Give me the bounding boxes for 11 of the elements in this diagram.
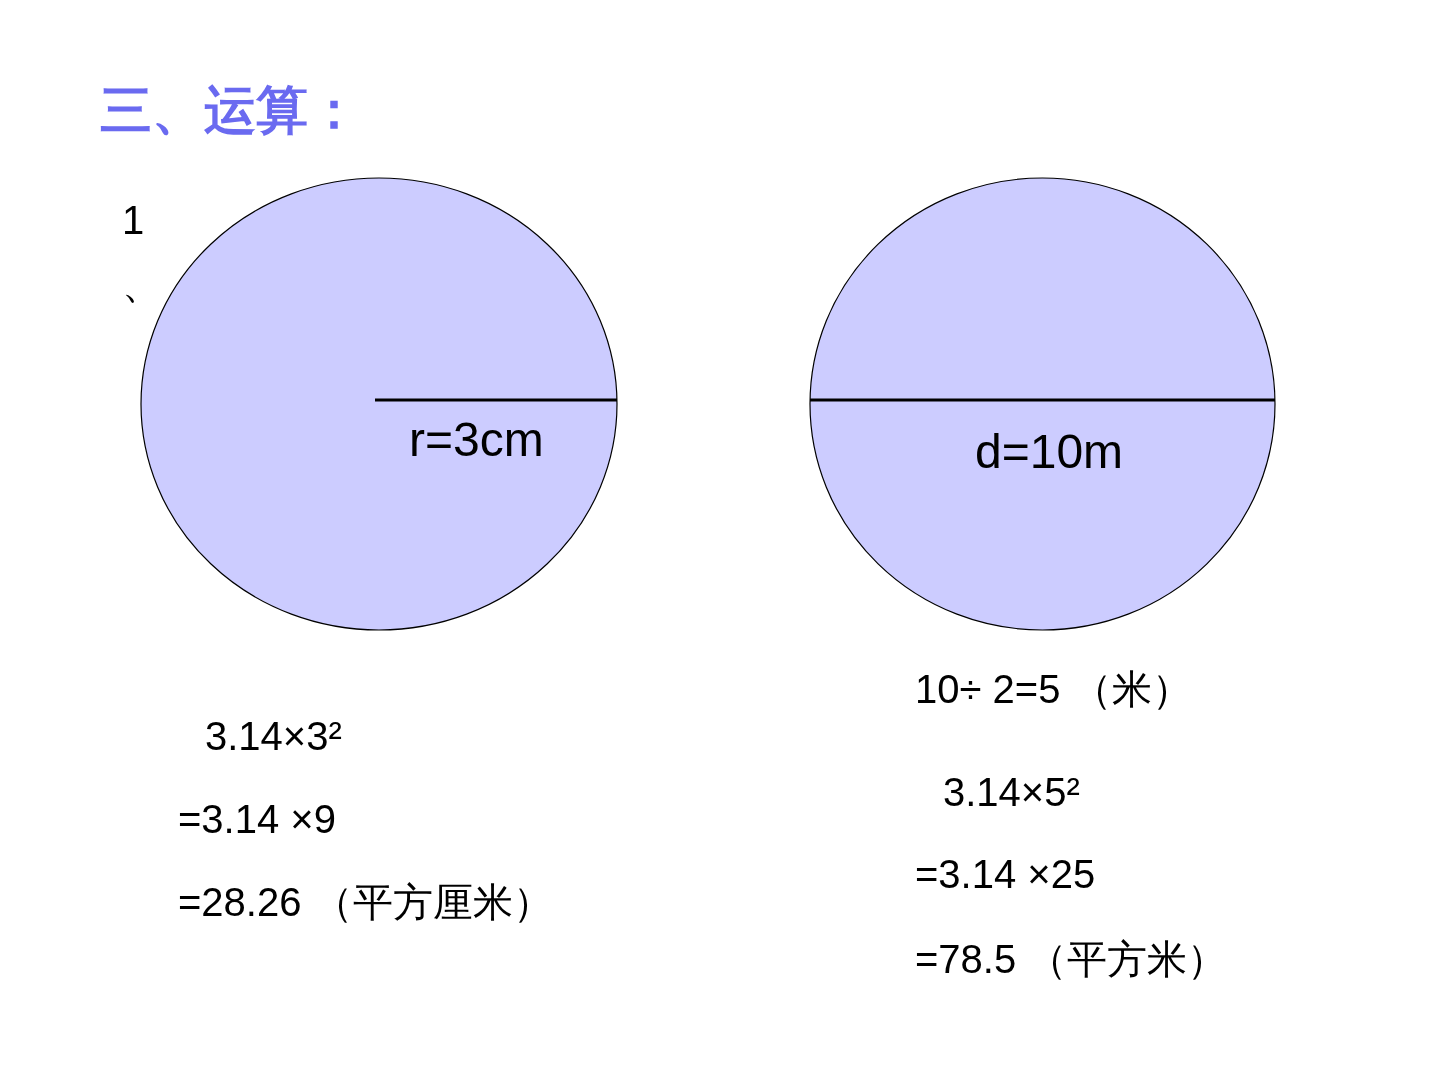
- calculation-line: 10÷ 2=5 （米）: [915, 666, 1192, 713]
- calculation-line: =28.26 （平方厘米）: [178, 879, 553, 926]
- calculation-line: 3.14×3²: [205, 713, 342, 760]
- dimension-label: r=3cm: [409, 412, 544, 468]
- item-number: 1、: [122, 197, 162, 308]
- calculation-line: 3.14×5²: [943, 769, 1080, 816]
- calculation-line: =3.14 ×9: [178, 796, 336, 843]
- calculation-line: =78.5 （平方米）: [915, 936, 1228, 983]
- calculation-line: =3.14 ×25: [915, 851, 1096, 898]
- dimension-label: d=10m: [975, 424, 1124, 480]
- heading: 三、运算：: [100, 79, 360, 142]
